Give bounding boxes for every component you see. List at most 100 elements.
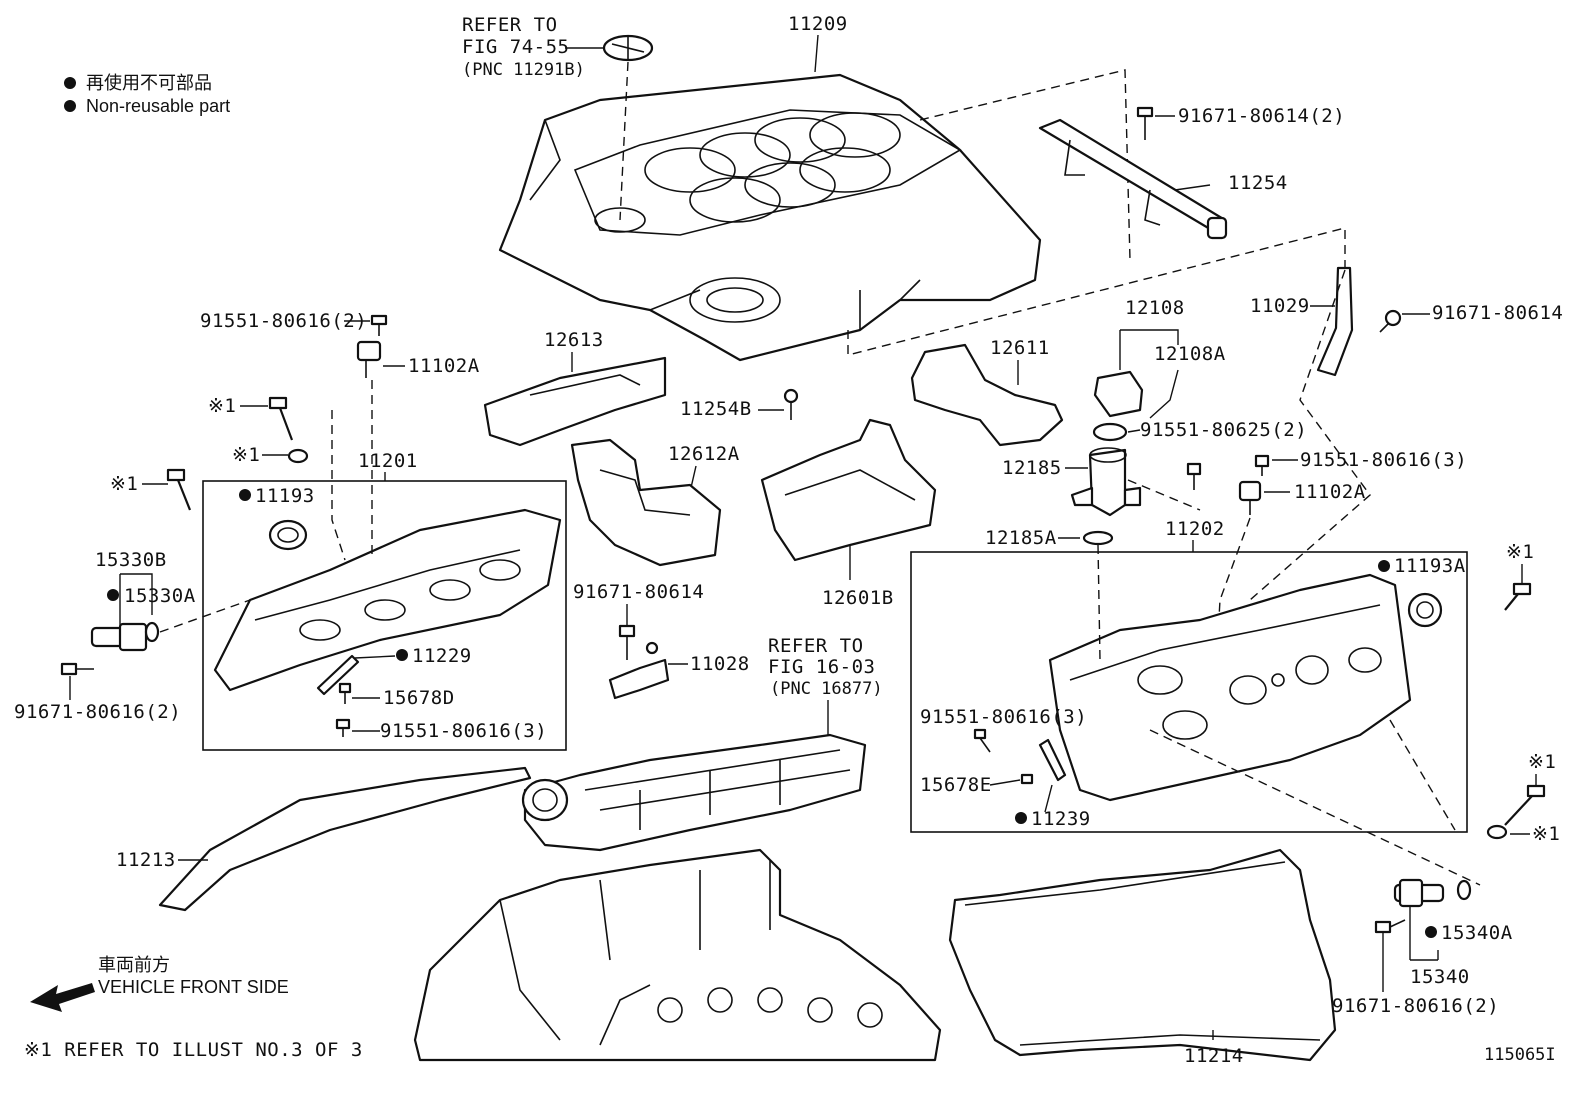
label-x1-f: ※1 [1532,823,1560,845]
non-reusable-dot-icon [396,649,408,661]
label-91551-80616-3-l: 91551-80616(3) [380,720,547,742]
label-11229: 11229 [412,645,472,667]
label-11213: 11213 [116,849,176,871]
label-15340: 15340 [1410,966,1470,988]
label-12613: 12613 [544,329,604,351]
group-box-11202 [910,551,1468,833]
bolt-x1-c [166,468,192,511]
label-12612A: 12612A [668,443,740,465]
bolt-15678E [1020,773,1034,785]
label-91671-80614-m: 91671-80614 [573,581,704,603]
label-11202: 11202 [1165,518,1225,540]
non-reusable-dot-icon [64,100,76,112]
ref-top-line3: (PNC 11291B) [462,60,585,80]
label-91551-80625-2: 91551-80625(2) [1140,419,1307,441]
label-11102A-left: 11102A [408,355,480,377]
label-11193: 11193 [255,485,315,507]
label-12611: 12611 [990,337,1050,359]
bolt-91671-80616-2-l [60,662,94,676]
bolt-91671-80614-r [1379,309,1402,333]
bolt-x1-e [1504,784,1546,826]
non-reusable-dot-icon [1015,812,1027,824]
ref-top-line1: REFER TO [462,14,558,36]
label-x1-d: ※1 [1506,541,1534,563]
intake-manifold-drawing [521,733,867,852]
part-11029-drawing [1316,266,1354,377]
seal-11193A-drawing [1407,592,1443,628]
sensor-11102A-right [1238,480,1262,515]
bolt-91551-80616-3-r [1254,454,1270,476]
cap-12108-drawing [1092,370,1144,442]
label-12185A: 12185A [985,527,1057,549]
cap-top-drawing [602,34,654,62]
label-11102A-right: 11102A [1294,481,1366,503]
ref-top-line2: FIG 74-55 [462,36,569,58]
label-12601B: 12601B [822,587,894,609]
label-11214: 11214 [1184,1045,1244,1067]
gasket-11239-drawing [1038,738,1067,782]
gasket-11229-drawing [316,654,360,696]
front-arrow-icon [30,983,95,1012]
sensor-11102A-left [356,340,382,378]
legend-en: Non-reusable part [86,96,230,116]
bolt-15678D [338,682,352,704]
label-12185: 12185 [1002,457,1062,479]
front-indicator: 車両前方 VEHICLE FRONT SIDE [30,955,289,1012]
insulator-12611-drawing [910,343,1064,447]
filler-neck-12185-drawing [1070,447,1142,517]
label-12108A: 12108A [1154,343,1226,365]
bolt-91671-80614-m [618,624,636,660]
bolt-11254B [783,388,799,420]
ocv-15340-drawing [1393,878,1472,908]
label-15330B: 15330B [95,549,167,571]
front-jp: 車両前方 [98,955,170,975]
legend-jp: 再使用不可部品 [86,73,212,93]
front-en: VEHICLE FRONT SIDE [98,977,289,997]
ocv-15330B-drawing [90,621,160,652]
non-reusable-dot-icon [64,77,76,89]
bolt-91671-80614-2 [1136,106,1154,140]
non-reusable-dot-icon [107,589,119,601]
label-11193A: 11193A [1394,555,1466,577]
gasket-11214-drawing [948,848,1337,1062]
label-15340A: 15340A [1441,922,1513,944]
non-reusable-dot-icon [239,489,251,501]
part-11254-drawing [1038,118,1228,240]
label-15678E: 15678E [920,774,992,796]
seal-12185A-drawing [1082,530,1114,546]
gasket-11213-drawing [158,766,532,912]
label-11201: 11201 [358,450,418,472]
label-91671-80616-2-l: 91671-80616(2) [14,701,181,723]
label-91551-80616-3-m: 91551-80616(3) [920,706,1087,728]
ref-mid-line3: (PNC 16877) [770,679,883,699]
label-x1-b: ※1 [232,444,260,466]
label-15678D: 15678D [383,687,455,709]
label-11029: 11029 [1250,295,1310,317]
label-11028: 11028 [690,653,750,675]
bracket-11028-drawing [608,641,670,700]
label-x1-e: ※1 [1528,751,1556,773]
non-reusable-dot-icon [1425,926,1437,938]
label-11254: 11254 [1228,172,1288,194]
ref-mid-line1: REFER TO [768,635,864,657]
illustration-id: 115065I [1484,1045,1556,1065]
bolt-91551-80616-2 [370,314,388,336]
insulator-12601B-drawing [760,418,937,562]
bolt-91551-80616-3-l [335,718,351,737]
bolt-91671-80616-2-r [1374,919,1406,934]
insulator-12613-drawing [483,356,667,447]
bolt-x1-a [268,396,294,441]
washer-x1-f [1486,824,1508,840]
footnote: ※1 REFER TO ILLUST NO.3 OF 3 [24,1039,363,1061]
bolt-91551-80625-2 [1186,462,1202,490]
label-11209: 11209 [788,13,848,35]
valve-cover-11201-drawing [213,508,562,692]
label-x1-c: ※1 [110,473,138,495]
engine-block-drawing [413,848,942,1062]
label-12108: 12108 [1125,297,1185,319]
label-91671-80614-r: 91671-80614 [1432,302,1563,324]
label-11254B: 11254B [680,398,752,420]
seal-11193-drawing [268,519,308,551]
legend: 再使用不可部品 Non-reusable part [64,73,230,116]
